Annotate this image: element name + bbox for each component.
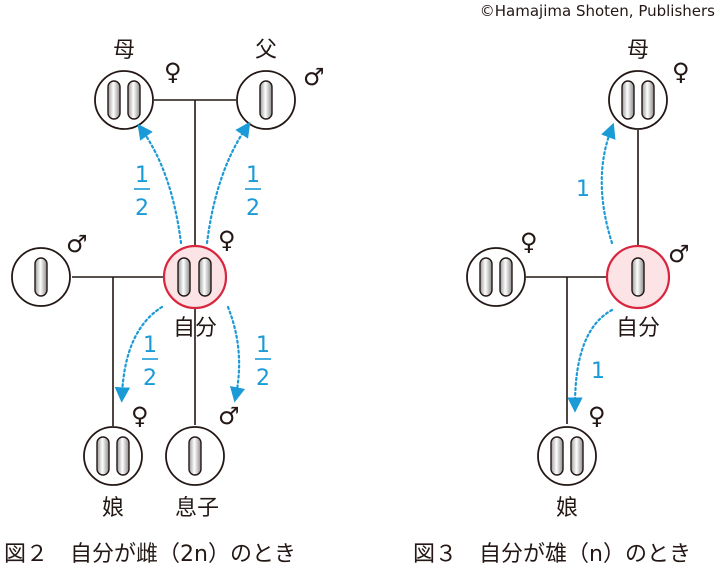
fig2-fraction-denominator: 2 — [256, 366, 270, 391]
fig2-fraction-numerator: 1 — [143, 333, 157, 358]
fig2-mother-node — [94, 70, 154, 130]
fig2-arrow-father-to-self — [205, 121, 251, 245]
chromosome-icon — [621, 80, 635, 120]
female-symbol-icon: ♀ — [672, 58, 690, 86]
fig3-mother-label: 母 — [627, 38, 649, 63]
fig3-daughter-label: 娘 — [556, 496, 578, 521]
fig2-daughter-node — [83, 426, 143, 486]
fig3-arrow-self-to-daughter — [567, 308, 614, 413]
fig2-arrow-self-to-daughter — [114, 305, 164, 403]
figure-3-caption: 図３ 自分が雄（n）のとき — [413, 542, 691, 567]
chromosome-icon — [499, 257, 513, 297]
chromosome-icon — [188, 436, 202, 476]
chromosome-icon — [479, 257, 493, 297]
male-symbol-icon: ♂ — [303, 63, 325, 91]
fig2-fraction-numerator: 1 — [256, 333, 270, 358]
fig2-mother-label: 母 — [113, 38, 135, 63]
fig2-fraction-denominator: 2 — [135, 196, 149, 221]
fig3-mother-node — [608, 70, 668, 130]
female-symbol-icon: ♀ — [218, 226, 236, 254]
female-symbol-icon: ♀ — [588, 402, 606, 430]
chromosome-icon — [259, 80, 273, 120]
fig2-father-node — [236, 70, 296, 130]
chromosome-icon — [116, 436, 130, 476]
fig2-son-node — [165, 426, 225, 486]
fig3-pedigree-lines — [526, 130, 639, 424]
chromosome-icon — [107, 80, 121, 120]
fig3-arrow-mother-to-self — [600, 122, 616, 245]
figure-2-caption: 図２ 自分が雌（2n）のとき — [4, 542, 296, 567]
figure-2: 母 ♀ 父 ♂ 自分 ♀ ♂ 娘 ♀ — [11, 38, 325, 521]
female-symbol-icon: ♀ — [131, 402, 149, 430]
fig3-fraction-mother-to-self: 1 — [576, 177, 590, 202]
fig2-fraction-denominator: 2 — [246, 196, 260, 221]
chromosome-icon — [34, 257, 48, 297]
fig3-self-label: 自分 — [616, 316, 660, 341]
female-symbol-icon: ♀ — [520, 228, 538, 256]
chromosome-icon — [127, 80, 141, 120]
fig2-fraction-numerator: 1 — [246, 163, 260, 188]
fig2-son-label: 息子 — [175, 496, 219, 521]
fig2-partner-node — [11, 247, 71, 307]
male-symbol-icon: ♂ — [66, 230, 88, 258]
chromosome-icon — [631, 257, 645, 297]
male-symbol-icon: ♂ — [218, 402, 240, 430]
fig2-self-label: 自分 — [173, 316, 217, 341]
male-symbol-icon: ♂ — [668, 240, 690, 268]
fig2-arrow-mother-to-self — [137, 123, 183, 245]
chromosome-icon — [198, 257, 212, 297]
female-symbol-icon: ♀ — [164, 58, 182, 86]
fig2-fraction-denominator: 2 — [143, 366, 157, 391]
fig2-father-label: 父 — [255, 38, 277, 63]
fig3-daughter-node — [537, 426, 597, 486]
figure-3: 母 ♀ 自分 ♂ ♀ 娘 ♀ 1 1 — [466, 38, 690, 521]
fig2-self-node — [162, 244, 228, 310]
chromosome-icon — [641, 80, 655, 120]
chromosome-icon — [550, 436, 564, 476]
chromosome-icon — [570, 436, 584, 476]
fig3-partner-node — [466, 247, 526, 307]
copyright-notice: ©Hamajima Shoten, Publishers — [479, 2, 715, 20]
fig2-fraction-numerator: 1 — [135, 163, 149, 188]
fig2-arrow-self-to-son — [226, 305, 246, 403]
fig2-daughter-label: 娘 — [102, 496, 124, 521]
chromosome-icon — [96, 436, 110, 476]
chromosome-icon — [177, 257, 191, 297]
fig3-self-node — [605, 244, 671, 310]
fig2-pedigree-lines — [72, 99, 236, 426]
fig3-fraction-self-to-daughter: 1 — [591, 359, 605, 384]
